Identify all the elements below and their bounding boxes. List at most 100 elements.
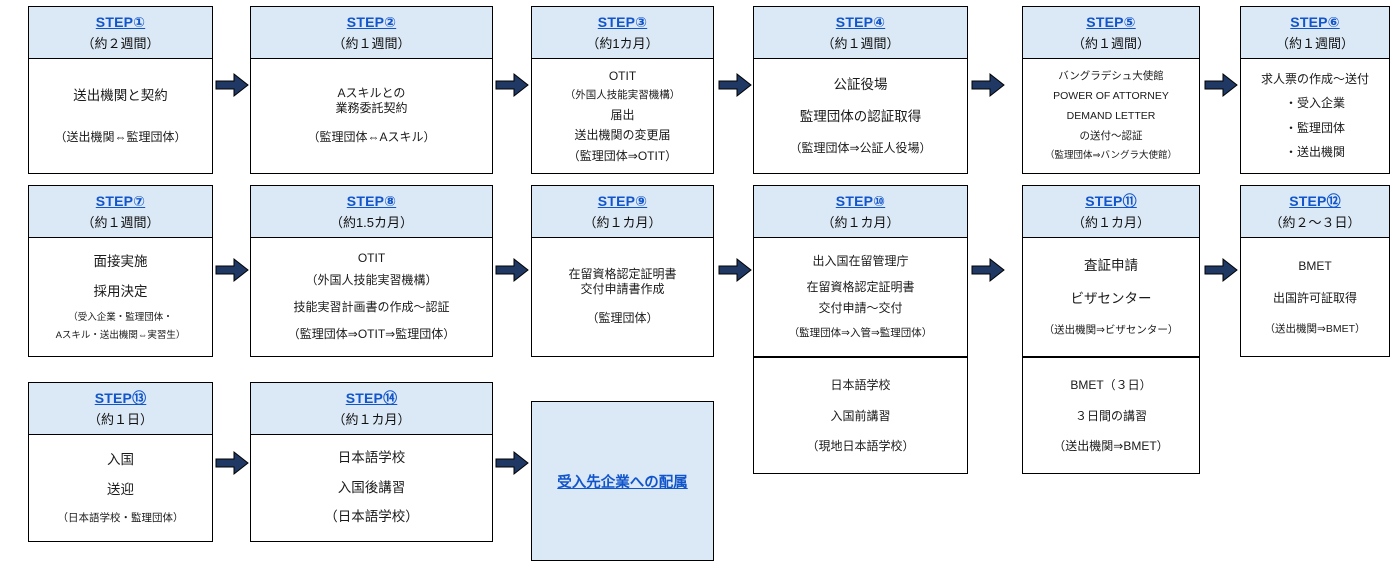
step-header: STEP⑪ （約１カ月） xyxy=(1023,186,1199,239)
terminal-label: 受入先企業への配属 xyxy=(557,474,688,491)
step-line: （監理団体） xyxy=(586,311,659,326)
step-duration: （約１週間） xyxy=(821,35,900,51)
step-line: （監理団体⇒バングラ大使館） xyxy=(1045,150,1177,162)
step-body: OTIT （外国人技能実習機構） 技能実習計画書の作成～認証 （監理団体⇒OTI… xyxy=(251,238,492,356)
arrow-step1-step2 xyxy=(215,72,249,98)
step-line: ビザセンター xyxy=(1070,291,1152,307)
step-line: の送付～認証 xyxy=(1079,130,1143,143)
step-line: 届出 xyxy=(610,107,635,122)
step-duration: （約1.5カ月） xyxy=(329,214,414,230)
step-line: （監理団体⇒公証人役場） xyxy=(789,141,932,156)
step-line: 交付申請～交付 xyxy=(818,301,903,316)
step-duration: （約１日） xyxy=(87,411,153,427)
step-header: STEP⑬ （約１日） xyxy=(29,383,212,436)
step-line: 求人票の作成～送付 xyxy=(1260,72,1369,87)
step-label: STEP② xyxy=(346,14,397,30)
arrow-step2-step3 xyxy=(495,72,529,98)
step-line: 日本語学校 xyxy=(337,450,406,466)
step-card-step7[interactable]: STEP⑦ （約１週間） 面接実施 採用決定 （受入企業・監理団体・ Aスキル・… xyxy=(28,185,213,357)
step-line: DEMAND LETTER xyxy=(1066,110,1156,123)
step-label: STEP③ xyxy=(597,14,648,30)
terminal-box-assignment[interactable]: 受入先企業への配属 xyxy=(531,401,714,561)
step-body: バングラデシュ大使館 POWER OF ATTORNEY DEMAND LETT… xyxy=(1023,59,1199,173)
step-line: 入国後講習 xyxy=(337,479,406,495)
step-line: （外国人技能実習機構） xyxy=(564,89,681,102)
step-line: （監理団体⇒OTIT） xyxy=(567,148,678,163)
step-line: 入国前講習 xyxy=(830,408,891,423)
step-line: 交付申請書作成 xyxy=(580,282,665,297)
step-card-step13[interactable]: STEP⑬ （約１日） 入国 送迎 （日本語学校・監理団体） xyxy=(28,382,213,542)
step-line: BMET（３日） xyxy=(1070,378,1152,393)
step-card-step8[interactable]: STEP⑧ （約1.5カ月） OTIT （外国人技能実習機構） 技能実習計画書の… xyxy=(250,185,493,357)
step-line: （現地日本語学校） xyxy=(806,438,915,453)
step-duration: （約１カ月） xyxy=(821,214,900,230)
step-subcard-step10[interactable]: 日本語学校 入国前講習 （現地日本語学校） xyxy=(753,357,968,474)
step-line: 面接実施 xyxy=(93,254,148,270)
step-line: ・送出機関 xyxy=(1284,144,1345,159)
step-line: 採用決定 xyxy=(93,284,148,300)
step-line: （送出機関⇔監理団体） xyxy=(54,130,187,145)
arrow-step3-step4 xyxy=(718,72,752,98)
step-card-step1[interactable]: STEP① （約２週間） 送出機関と契約 （送出機関⇔監理団体） xyxy=(28,6,213,174)
step-card-step4[interactable]: STEP④ （約１週間） 公証役場 監理団体の認証取得 （監理団体⇒公証人役場） xyxy=(753,6,968,174)
step-header: STEP② （約１週間） xyxy=(251,7,492,60)
step-card-step3[interactable]: STEP③ （約1カ月） OTIT （外国人技能実習機構） 届出 送出機関の変更… xyxy=(531,6,714,174)
step-label: STEP⑦ xyxy=(95,193,146,209)
step-body: 送出機関と契約 （送出機関⇔監理団体） xyxy=(29,59,212,173)
step-line: （受入企業・監理団体・ xyxy=(68,312,173,324)
step-subcard-step11[interactable]: BMET（３日） ３日間の講習 （送出機関⇒BMET） xyxy=(1022,357,1200,474)
step-card-step6[interactable]: STEP⑥ （約１週間） 求人票の作成～送付 ・受入企業 ・監理団体 ・送出機関 xyxy=(1240,6,1390,174)
step-line: Aスキル・送出機関⇔実習生） xyxy=(55,330,186,342)
step-header: STEP⑧ （約1.5カ月） xyxy=(251,186,492,239)
step-label: STEP⑫ xyxy=(1289,193,1341,209)
step-card-step12[interactable]: STEP⑫ （約２～３日） BMET 出国許可証取得 （送出機関⇒BMET） xyxy=(1240,185,1390,357)
step-header: STEP⑩ （約１カ月） xyxy=(754,186,967,239)
step-card-step14[interactable]: STEP⑭ （約１カ月） 日本語学校 入国後講習 （日本語学校） xyxy=(250,382,493,542)
step-card-step5[interactable]: STEP⑤ （約１週間） バングラデシュ大使館 POWER OF ATTORNE… xyxy=(1022,6,1200,174)
step-header: STEP⑫ （約２～３日） xyxy=(1241,186,1389,239)
step-body: 日本語学校 入国後講習 （日本語学校） xyxy=(251,435,492,541)
step-line: （送出機関⇒BMET） xyxy=(1053,438,1169,453)
step-duration: （約１週間） xyxy=(1071,35,1150,51)
step-body: OTIT （外国人技能実習機構） 届出 送出機関の変更届 （監理団体⇒OTIT） xyxy=(532,59,713,173)
step-line: 在留資格認定証明書 xyxy=(806,280,915,295)
step-body: 公証役場 監理団体の認証取得 （監理団体⇒公証人役場） xyxy=(754,59,967,173)
arrow-step14-assignment xyxy=(495,450,529,476)
step-body: 求人票の作成～送付 ・受入企業 ・監理団体 ・送出機関 xyxy=(1241,59,1389,173)
step-card-step11[interactable]: STEP⑪ （約１カ月） 査証申請 ビザセンター （送出機関⇒ビザセンター） xyxy=(1022,185,1200,357)
step-line: （日本語学校） xyxy=(324,509,419,525)
step-line: 出国許可証取得 xyxy=(1272,291,1357,306)
step-label: STEP⑪ xyxy=(1085,193,1137,209)
step-duration: （約１週間） xyxy=(1275,35,1354,51)
step-card-step9[interactable]: STEP⑨ （約１カ月） 在留資格認定証明書 交付申請書作成 （監理団体） xyxy=(531,185,714,357)
step-card-step10[interactable]: STEP⑩ （約１カ月） 出入国在留管理庁 在留資格認定証明書 交付申請～交付 … xyxy=(753,185,968,357)
arrow-step10-step11 xyxy=(971,257,1005,283)
step-line: 送出機関の変更届 xyxy=(574,128,671,143)
step-line: （日本語学校・監理団体） xyxy=(57,511,184,524)
step-line: （監理団体⇒OTIT⇒監理団体） xyxy=(287,326,456,341)
step-label: STEP⑨ xyxy=(597,193,648,209)
step-duration: （約１週間） xyxy=(81,214,160,230)
step-body: 入国 送迎 （日本語学校・監理団体） xyxy=(29,435,212,541)
arrow-step5-step6 xyxy=(1204,72,1238,98)
step-line: ・監理団体 xyxy=(1284,120,1345,135)
step-label: STEP⑬ xyxy=(94,390,147,406)
step-header: STEP⑨ （約１カ月） xyxy=(532,186,713,239)
step-label: STEP⑧ xyxy=(346,193,397,209)
step-label: STEP⑥ xyxy=(1290,14,1340,30)
arrow-step8-step9 xyxy=(495,257,529,283)
step-duration: （約１カ月） xyxy=(583,214,662,230)
step-line: （監理団体⇔Aスキル） xyxy=(307,130,436,145)
step-line: 公証役場 xyxy=(833,76,888,92)
step-header: STEP① （約２週間） xyxy=(29,7,212,60)
step-line: 査証申請 xyxy=(1084,257,1138,273)
arrow-step4-step5 xyxy=(971,72,1005,98)
step-header: STEP⑦ （約１週間） xyxy=(29,186,212,239)
step-line: 監理団体の認証取得 xyxy=(799,109,922,125)
step-header: STEP⑥ （約１週間） xyxy=(1241,7,1389,60)
step-line: 日本語学校 xyxy=(830,378,891,393)
step-body: BMET 出国許可証取得 （送出機関⇒BMET） xyxy=(1241,238,1389,356)
step-card-step2[interactable]: STEP② （約１週間） Aスキルとの 業務委託契約 （監理団体⇔Aスキル） xyxy=(250,6,493,174)
step-line: 技能実習計画書の作成～認証 xyxy=(293,299,450,314)
step-line: OTIT xyxy=(357,251,386,266)
